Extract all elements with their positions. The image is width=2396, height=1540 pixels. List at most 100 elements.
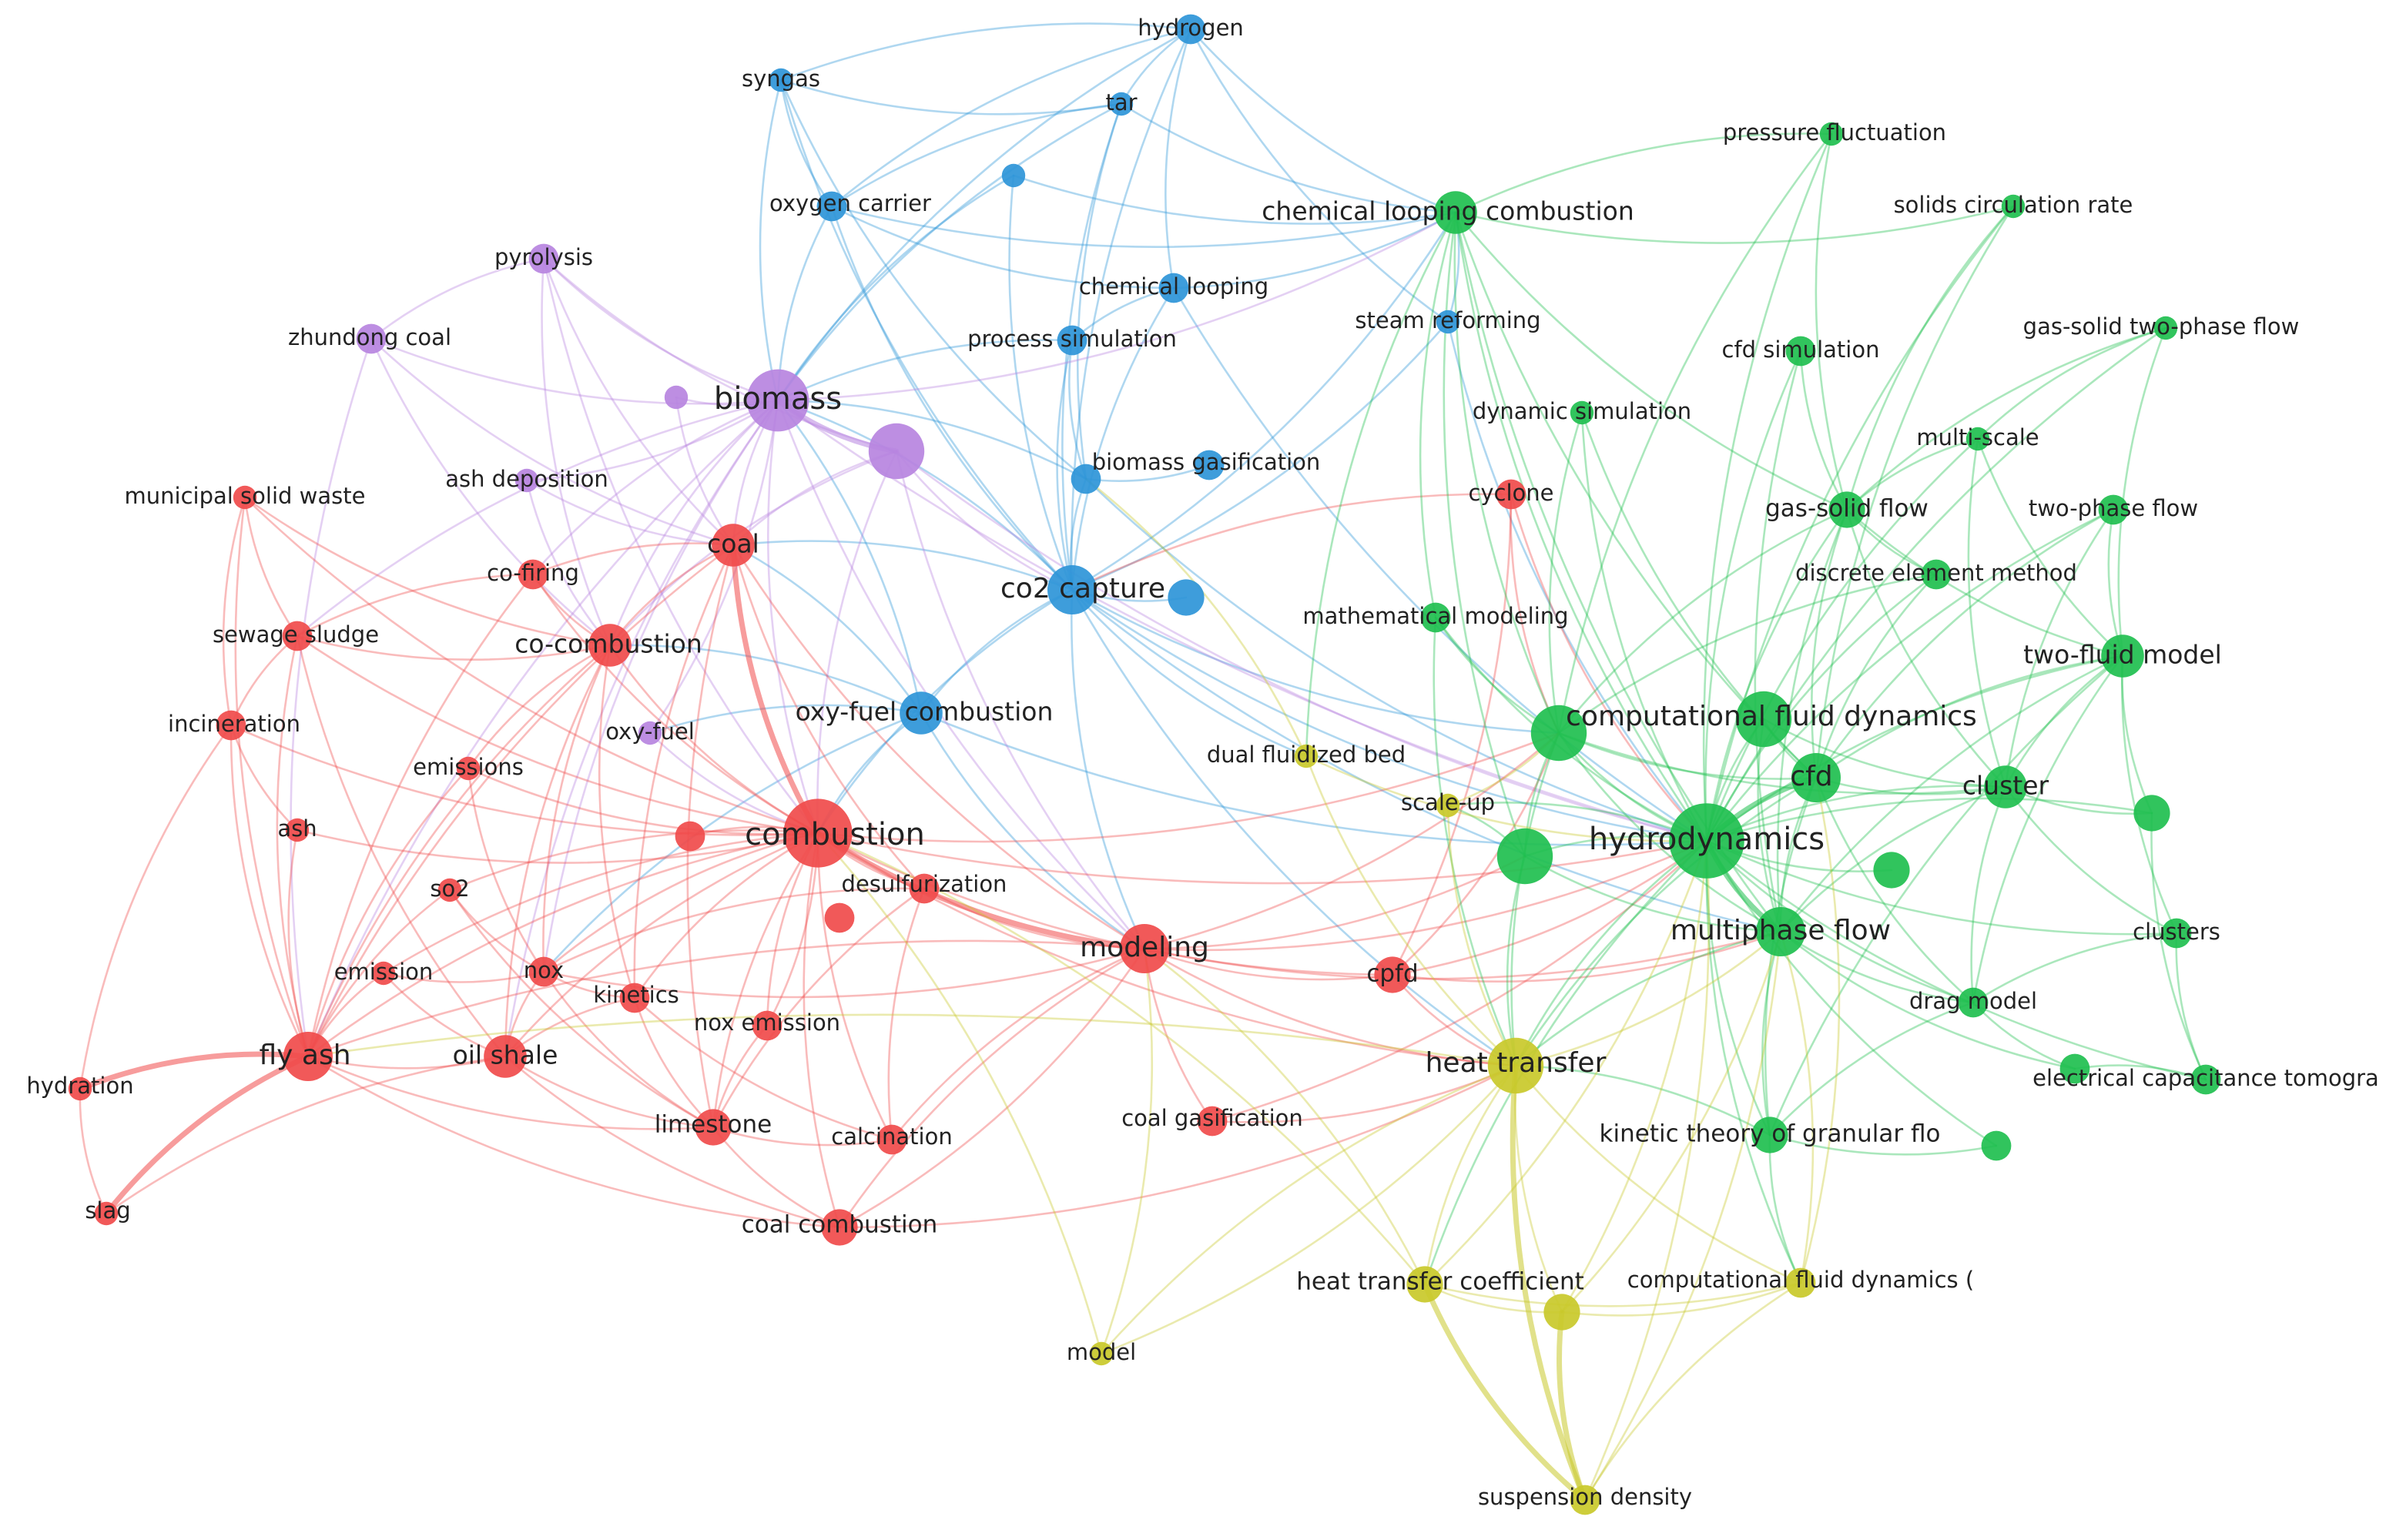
label-combustion: combustion <box>745 817 925 852</box>
node-blue-mid[interactable] <box>1168 579 1205 616</box>
node-kinetics[interactable] <box>619 983 650 1013</box>
node-hydrodynamics[interactable] <box>1669 803 1744 879</box>
node-cfd-simulation[interactable] <box>1785 336 1816 367</box>
node-green-left-big[interactable] <box>1496 828 1553 885</box>
node-ash[interactable] <box>285 818 310 842</box>
node-green-cfd-big[interactable] <box>1735 691 1792 748</box>
node-kinetic-theory[interactable] <box>1751 1116 1788 1153</box>
node-biomass-gasification[interactable] <box>1071 464 1101 494</box>
edge-syngas-tar <box>779 79 1123 116</box>
edge-co2-capture-hydrodynamics <box>1071 588 1708 842</box>
node-sewage-sludge[interactable] <box>282 621 313 651</box>
node-green-ect-small[interactable] <box>2059 1053 2090 1084</box>
node-oxy-fuel[interactable] <box>638 721 662 745</box>
node-gas-solid-flow[interactable] <box>1828 491 1865 528</box>
node-coal[interactable] <box>712 524 755 567</box>
node-pyrolysis[interactable] <box>528 243 559 274</box>
node-solids-circulation-rate[interactable] <box>2001 194 2026 219</box>
node-discrete-element-method[interactable] <box>1921 559 1952 590</box>
node-red-small-1[interactable] <box>675 821 705 852</box>
edge-biomass-combustion <box>767 399 819 835</box>
node-gas-solid-two-phase-flow[interactable] <box>2153 316 2178 340</box>
node-suspension-density[interactable] <box>1570 1485 1600 1515</box>
node-co2-capture[interactable] <box>1047 565 1097 614</box>
node-zhundong-coal[interactable] <box>356 323 387 354</box>
node-clusters[interactable] <box>2161 918 2192 949</box>
node-purple-big[interactable] <box>868 423 925 480</box>
node-yellow-mid[interactable] <box>1543 1294 1580 1331</box>
edge-mathematical-modeling-heat-transfer <box>1433 616 1517 1067</box>
node-oil-shale[interactable] <box>484 1035 527 1078</box>
edge-oxy-fuel-combustion-hydrodynamics <box>920 711 1708 846</box>
node-tar[interactable] <box>1109 92 1134 116</box>
edge-municipal-solid-waste-sewage-sludge <box>243 496 299 638</box>
node-chemical-looping[interactable] <box>1158 273 1189 303</box>
node-coal-gasification[interactable] <box>1197 1106 1228 1137</box>
node-oxygen-carrier[interactable] <box>816 191 847 222</box>
edge-heat-transfer-coefficient-suspension-density <box>1422 1281 1588 1503</box>
node-green-right-small[interactable] <box>2133 795 2170 832</box>
node-fly-ash[interactable] <box>283 1032 333 1081</box>
node-cyclone[interactable] <box>1496 479 1526 510</box>
node-slag[interactable] <box>94 1201 119 1226</box>
edge-biomass-chemical-looping-combustion <box>776 211 1457 402</box>
node-calcination[interactable] <box>876 1124 907 1155</box>
node-electrical-capacitance-tomogra[interactable] <box>2190 1064 2221 1095</box>
node-blue-small[interactable] <box>1001 163 1026 188</box>
node-blue-gasif-small[interactable] <box>1194 450 1225 480</box>
node-municipal-solid-waste[interactable] <box>233 485 257 510</box>
node-multiphase-flow[interactable] <box>1756 907 1805 956</box>
node-co-firing[interactable] <box>518 559 548 590</box>
node-model[interactable] <box>1089 1341 1114 1366</box>
node-heat-transfer[interactable] <box>1487 1037 1544 1094</box>
node-nox[interactable] <box>528 956 559 987</box>
node-multi-scale[interactable] <box>1965 427 1990 451</box>
node-drag-model[interactable] <box>1958 987 1989 1018</box>
node-ash-deposition[interactable] <box>514 468 539 493</box>
node-nox-emission[interactable] <box>752 1010 782 1041</box>
label-coal-gasification: coal gasification <box>1121 1105 1303 1131</box>
edge-fly-ash-coal-combustion <box>307 1055 841 1229</box>
node-cluster[interactable] <box>1984 765 2027 808</box>
node-green-mid-small[interactable] <box>1873 852 1910 889</box>
node-pressure-fluctuation[interactable] <box>1819 122 1844 146</box>
node-incineration[interactable] <box>216 710 246 741</box>
node-syngas[interactable] <box>769 68 793 92</box>
node-dual-fluidized-bed[interactable] <box>1294 744 1319 768</box>
node-process-simulation[interactable] <box>1057 325 1087 356</box>
label-fly-ash: fly ash <box>259 1040 350 1071</box>
node-two-fluid-model[interactable] <box>2101 634 2144 678</box>
node-cpfd[interactable] <box>1374 956 1411 993</box>
node-oxy-fuel-combustion[interactable] <box>900 691 943 735</box>
node-hydration[interactable] <box>68 1076 92 1101</box>
node-chemical-looping-combustion[interactable] <box>1434 191 1477 234</box>
node-hydrogen[interactable] <box>1175 14 1206 45</box>
node-steam-reforming[interactable] <box>1436 310 1460 334</box>
node-so2[interactable] <box>437 878 462 902</box>
node-limestone[interactable] <box>695 1109 732 1146</box>
node-purple-small[interactable] <box>664 385 689 410</box>
node-computational-fluid-dynamics-paren[interactable] <box>1785 1267 1816 1298</box>
node-heat-transfer-coefficient[interactable] <box>1406 1266 1443 1303</box>
node-computational-fluid-dynamics[interactable] <box>1530 705 1587 762</box>
node-modeling[interactable] <box>1120 924 1169 973</box>
node-scale-up[interactable] <box>1436 793 1460 818</box>
edge-computational-fluid-dynamics-cfd <box>1557 732 1818 780</box>
node-biomass[interactable] <box>746 369 809 432</box>
node-desulfurization[interactable] <box>909 873 940 904</box>
edge-zhundong-coal-biomass <box>370 337 779 405</box>
edge-gas-solid-two-phase-flow-hydrodynamics <box>1705 326 2167 842</box>
node-two-phase-flow[interactable] <box>2098 494 2129 525</box>
edge-modeling-green-left-big <box>1143 855 1526 950</box>
node-cfd[interactable] <box>1791 753 1841 802</box>
node-mathematical-modeling[interactable] <box>1420 602 1451 633</box>
node-dynamic-simulation[interactable] <box>1570 400 1594 425</box>
node-emissions[interactable] <box>456 756 481 781</box>
node-green-bottom-small[interactable] <box>1981 1130 2012 1161</box>
node-co-combustion[interactable] <box>588 624 632 667</box>
label-mathematical-modeling: mathematical modeling <box>1302 603 1568 629</box>
node-combustion[interactable] <box>783 798 853 868</box>
node-coal-combustion[interactable] <box>821 1209 858 1246</box>
node-emission[interactable] <box>371 961 396 986</box>
node-red-small-2[interactable] <box>824 902 855 933</box>
